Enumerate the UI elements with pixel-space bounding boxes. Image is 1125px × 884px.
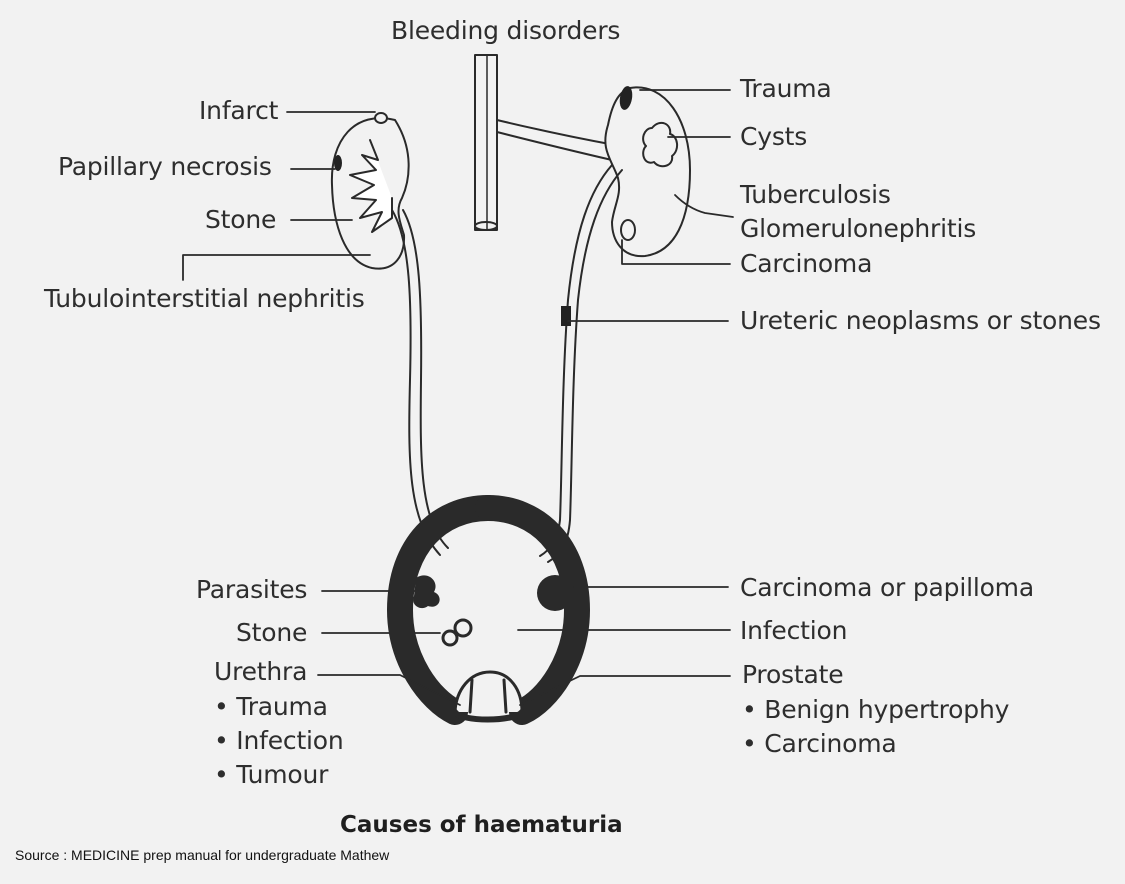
- left-ureter: [391, 209, 449, 556]
- label-prostate-bph: • Benign hypertrophy: [742, 695, 1010, 724]
- label-stone-bladder: Stone: [236, 618, 308, 647]
- label-trauma-kidney: Trauma: [740, 74, 832, 103]
- label-prostate: Prostate: [742, 660, 844, 689]
- label-carcinoma-papilloma: Carcinoma or papilloma: [740, 573, 1034, 602]
- label-parasites: Parasites: [196, 575, 308, 604]
- label-ureteric: Ureteric neoplasms or stones: [740, 306, 1101, 335]
- label-cysts: Cysts: [740, 122, 808, 151]
- label-carcinoma-kidney: Carcinoma: [740, 249, 873, 278]
- label-glomerulonephritis: Glomerulonephritis: [740, 214, 977, 243]
- label-papillary-necrosis: Papillary necrosis: [58, 152, 272, 181]
- left-kidney: [330, 112, 410, 270]
- great-vessels: [474, 54, 616, 231]
- label-infarct: Infarct: [199, 96, 279, 125]
- source-credit: Source : MEDICINE prep manual for underg…: [15, 847, 390, 863]
- pointer-lines: [182, 89, 734, 706]
- label-tubulointerstitial-nephritis: Tubulointerstitial nephritis: [44, 284, 365, 313]
- label-bleeding-disorders: Bleeding disorders: [391, 16, 621, 45]
- right-kidney: [604, 86, 691, 258]
- label-urethra: Urethra: [214, 657, 308, 686]
- label-urethra-trauma: • Trauma: [214, 692, 328, 721]
- label-prostate-carcinoma: • Carcinoma: [742, 729, 897, 758]
- label-stone-kidney: Stone: [205, 205, 277, 234]
- figure-caption: Causes of haematuria: [340, 812, 623, 838]
- right-ureter: [539, 164, 623, 563]
- label-infection-bladder: Infection: [740, 616, 848, 645]
- label-urethra-tumour: • Tumour: [214, 760, 329, 789]
- label-tuberculosis: Tuberculosis: [740, 180, 891, 209]
- label-urethra-infection: • Infection: [214, 726, 344, 755]
